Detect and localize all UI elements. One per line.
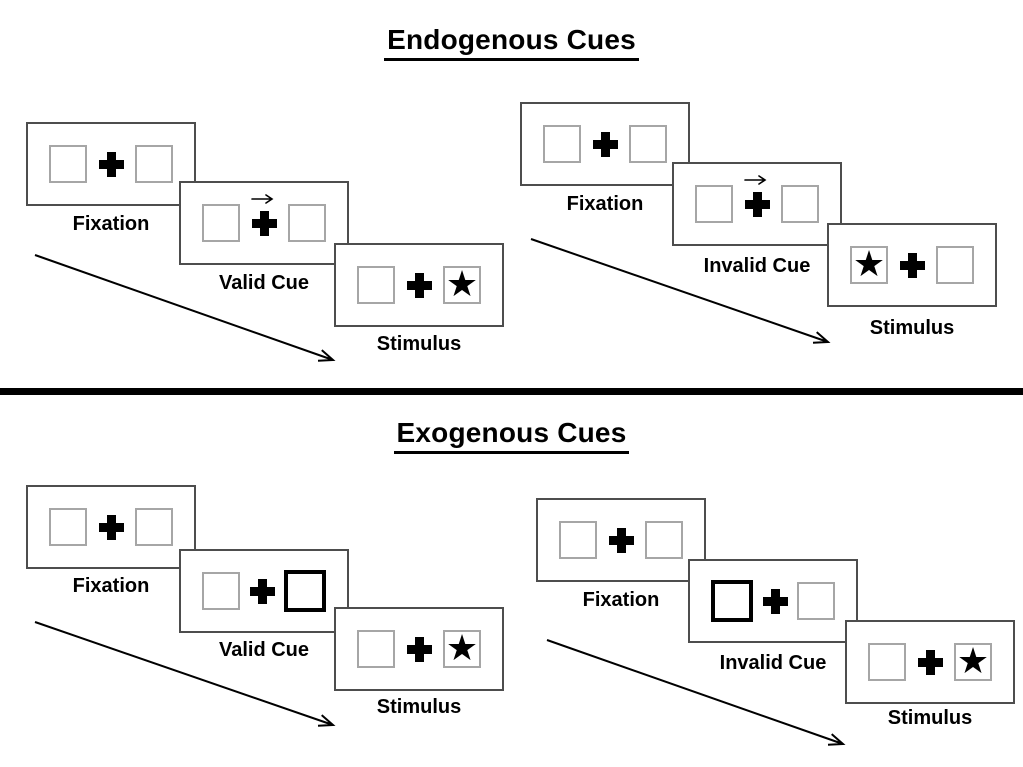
frame-label: Stimulus: [887, 707, 973, 729]
fixation-cross: [251, 193, 277, 236]
left-placeholder-box: [357, 630, 395, 668]
fixation-cross-icon: [249, 578, 275, 604]
fixation-cross-icon: [899, 252, 925, 278]
left-placeholder-box: [49, 508, 87, 546]
right-placeholder-box: ★: [443, 630, 481, 668]
right-placeholder-box: [288, 204, 326, 242]
right-placeholder-box: [629, 125, 667, 163]
fixation-frame-card: [520, 102, 690, 186]
left-placeholder-box: [543, 125, 581, 163]
left-placeholder-box: [49, 145, 87, 183]
fixation-cross: [592, 131, 618, 157]
fixation-cross: [98, 151, 124, 177]
right-placeholder-box: ★: [443, 266, 481, 304]
cue-right-arrow-icon: [251, 193, 274, 204]
fixation-cross: [899, 252, 925, 278]
star-icon: ★: [445, 627, 479, 668]
section-title-text: Exogenous Cues: [393, 417, 630, 454]
frame-label: Valid Cue: [218, 272, 310, 294]
fixation-cross: [98, 514, 124, 540]
fixation-cross-icon: [762, 588, 788, 614]
left-placeholder-box: [357, 266, 395, 304]
right-placeholder-box: [797, 582, 835, 620]
cue-frame-card: [179, 549, 349, 633]
cue-frame-card: [672, 162, 842, 246]
right-placeholder-box: ★: [954, 643, 992, 681]
section-title-text: Endogenous Cues: [384, 24, 639, 61]
fixation-cross-icon: [917, 649, 943, 675]
fixation-frame-card: [536, 498, 706, 582]
star-icon: ★: [956, 640, 990, 681]
fixation-cross-icon: [592, 131, 618, 157]
fixation-cross-icon: [98, 151, 124, 177]
star-icon: ★: [852, 243, 886, 284]
frame-label: Valid Cue: [218, 639, 310, 661]
stimulus-frame-card: ★: [827, 223, 997, 307]
fixation-cross-icon: [406, 272, 432, 298]
section-title-endogenous: Endogenous Cues: [0, 24, 1023, 61]
frame-label: Invalid Cue: [703, 255, 811, 277]
fixation-cross-icon: [744, 191, 770, 217]
frame-label: Stimulus: [376, 696, 462, 718]
fixation-cross: [406, 636, 432, 662]
time-sequence-arrow-icon: [546, 639, 846, 746]
stimulus-frame-card: ★: [334, 243, 504, 327]
left-placeholder-box: [695, 185, 733, 223]
frame-label: Invalid Cue: [719, 652, 827, 674]
left-placeholder-box: [559, 521, 597, 559]
fixation-cross: [744, 174, 770, 217]
left-placeholder-box: ★: [850, 246, 888, 284]
left-placeholder-box: [202, 204, 240, 242]
cue-frame-card: [688, 559, 858, 643]
time-sequence-arrow-icon: [34, 621, 336, 727]
fixation-cross-icon: [251, 210, 277, 236]
frame-label: Stimulus: [869, 317, 955, 339]
stimulus-frame-card: ★: [845, 620, 1015, 704]
left-placeholder-box: [868, 643, 906, 681]
fixation-cross: [917, 649, 943, 675]
highlighted-cue-box: [284, 570, 326, 612]
cue-right-arrow-icon: [744, 174, 767, 185]
fixation-cross-icon: [406, 636, 432, 662]
fixation-cross: [249, 578, 275, 604]
left-placeholder-box: [202, 572, 240, 610]
time-sequence-arrow-icon: [530, 238, 831, 344]
frame-label: Fixation: [566, 193, 644, 215]
section-title-exogenous: Exogenous Cues: [0, 417, 1023, 454]
right-placeholder-box: [781, 185, 819, 223]
right-placeholder-box: [936, 246, 974, 284]
cue-frame-card: [179, 181, 349, 265]
fixation-cross: [406, 272, 432, 298]
right-placeholder-box: [645, 521, 683, 559]
frame-label: Stimulus: [376, 333, 462, 355]
section-divider: [0, 388, 1023, 395]
time-sequence-arrow-icon: [34, 254, 336, 362]
fixation-cross: [608, 527, 634, 553]
frame-label: Fixation: [582, 589, 660, 611]
highlighted-cue-box: [711, 580, 753, 622]
right-placeholder-box: [135, 145, 173, 183]
right-placeholder-box: [135, 508, 173, 546]
fixation-frame-card: [26, 485, 196, 569]
frame-label: Fixation: [72, 213, 150, 235]
stimulus-frame-card: ★: [334, 607, 504, 691]
frame-label: Fixation: [72, 575, 150, 597]
fixation-cross-icon: [608, 527, 634, 553]
fixation-frame-card: [26, 122, 196, 206]
fixation-cross-icon: [98, 514, 124, 540]
fixation-cross: [762, 588, 788, 614]
star-icon: ★: [445, 263, 479, 304]
